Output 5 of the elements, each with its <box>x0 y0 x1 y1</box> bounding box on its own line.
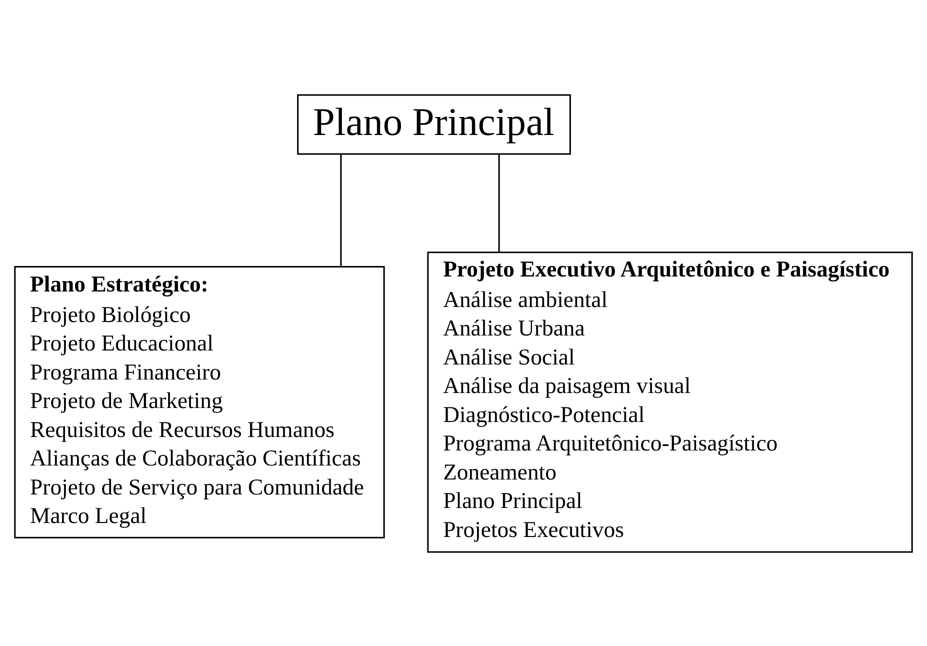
node-box: Plano Principal <box>297 94 571 154</box>
node-box: Projeto Executivo Arquitetônico e Paisagístico Análise ambiental Análise Urbana Análise Social Análise da paisagem visual Diagnóstico-Potencial Programa Arquitetônico-Paisagístico Zoneamento Plano Principal Projetos Executivos <box>427 251 913 552</box>
connector <box>340 154 342 266</box>
connector <box>498 154 500 252</box>
node-box: Plano Estratégico: Projeto Biológico Projeto Educacional Programa Financeiro Projeto de Marketing Requisitos de Recursos Humanos Alianças de Colaboração Científicas Projeto de Serviço para Comunidade Marco Legal <box>14 266 385 538</box>
